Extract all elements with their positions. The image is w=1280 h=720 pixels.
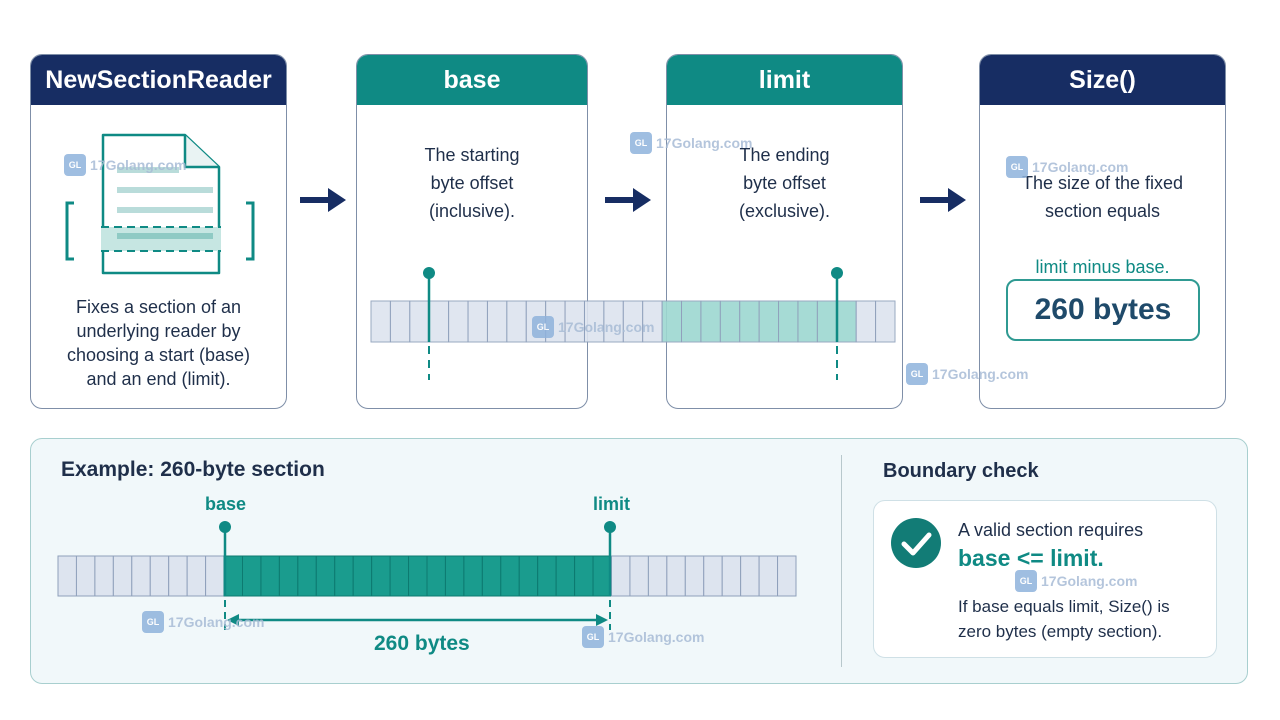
boundary-expression: base <= limit. [958, 545, 1104, 571]
panel-divider [841, 455, 842, 667]
boundary-title: Boundary check [883, 460, 1039, 482]
size-desc-text: The size of the fixed section equals [1021, 173, 1184, 221]
boundary-note: If base equals limit, Size() is zero byt… [958, 597, 1170, 641]
card-description: Fixes a section of an underlying reader … [66, 297, 251, 389]
size-result-box: 260 bytes [1006, 279, 1200, 341]
byte-cell [603, 300, 624, 343]
example-title: Example: 260-byte section [61, 458, 325, 481]
size-result-value: 260 bytes [1034, 293, 1172, 326]
card-base: base The starting byte offset (inclusive… [356, 54, 588, 409]
arrow-right-icon [920, 188, 966, 212]
card-newsectionreader: NewSectionReader Fixes a section of an u… [30, 54, 287, 409]
card-title: base [357, 55, 587, 105]
card-description: The size of the fixed section equals lim… [980, 141, 1225, 281]
limit-marker-label: limit [593, 494, 631, 514]
span-size-label: 260 bytes [374, 632, 470, 655]
example-panel: Example: 260-byte section base limit 260… [30, 438, 1248, 684]
arrow-right-icon [300, 188, 346, 212]
byte-cell [642, 300, 663, 343]
base-marker-label: base [205, 494, 247, 514]
boundary-line1: A valid section requires [958, 520, 1144, 540]
card-title: Size() [980, 55, 1225, 105]
size-formula: limit minus base. [1035, 257, 1170, 277]
boundary-check-card: A valid section requires base <= limit. … [873, 500, 1217, 658]
card-description: The starting byte offset (inclusive). [424, 145, 520, 221]
card-title: NewSectionReader [31, 55, 286, 105]
byte-cell [622, 300, 644, 343]
watermark-logo-icon: GL [630, 132, 652, 154]
document-icon [65, 133, 255, 275]
card-description: The ending byte offset (exclusive). [738, 145, 831, 221]
card-limit: limit The ending byte offset (exclusive)… [666, 54, 903, 409]
arrow-right-icon [605, 188, 651, 212]
card-title: limit [667, 55, 902, 105]
card-size: Size() The size of the fixed section equ… [979, 54, 1226, 409]
check-circle-icon [891, 518, 941, 568]
watermark-logo-icon: GL [906, 363, 928, 385]
